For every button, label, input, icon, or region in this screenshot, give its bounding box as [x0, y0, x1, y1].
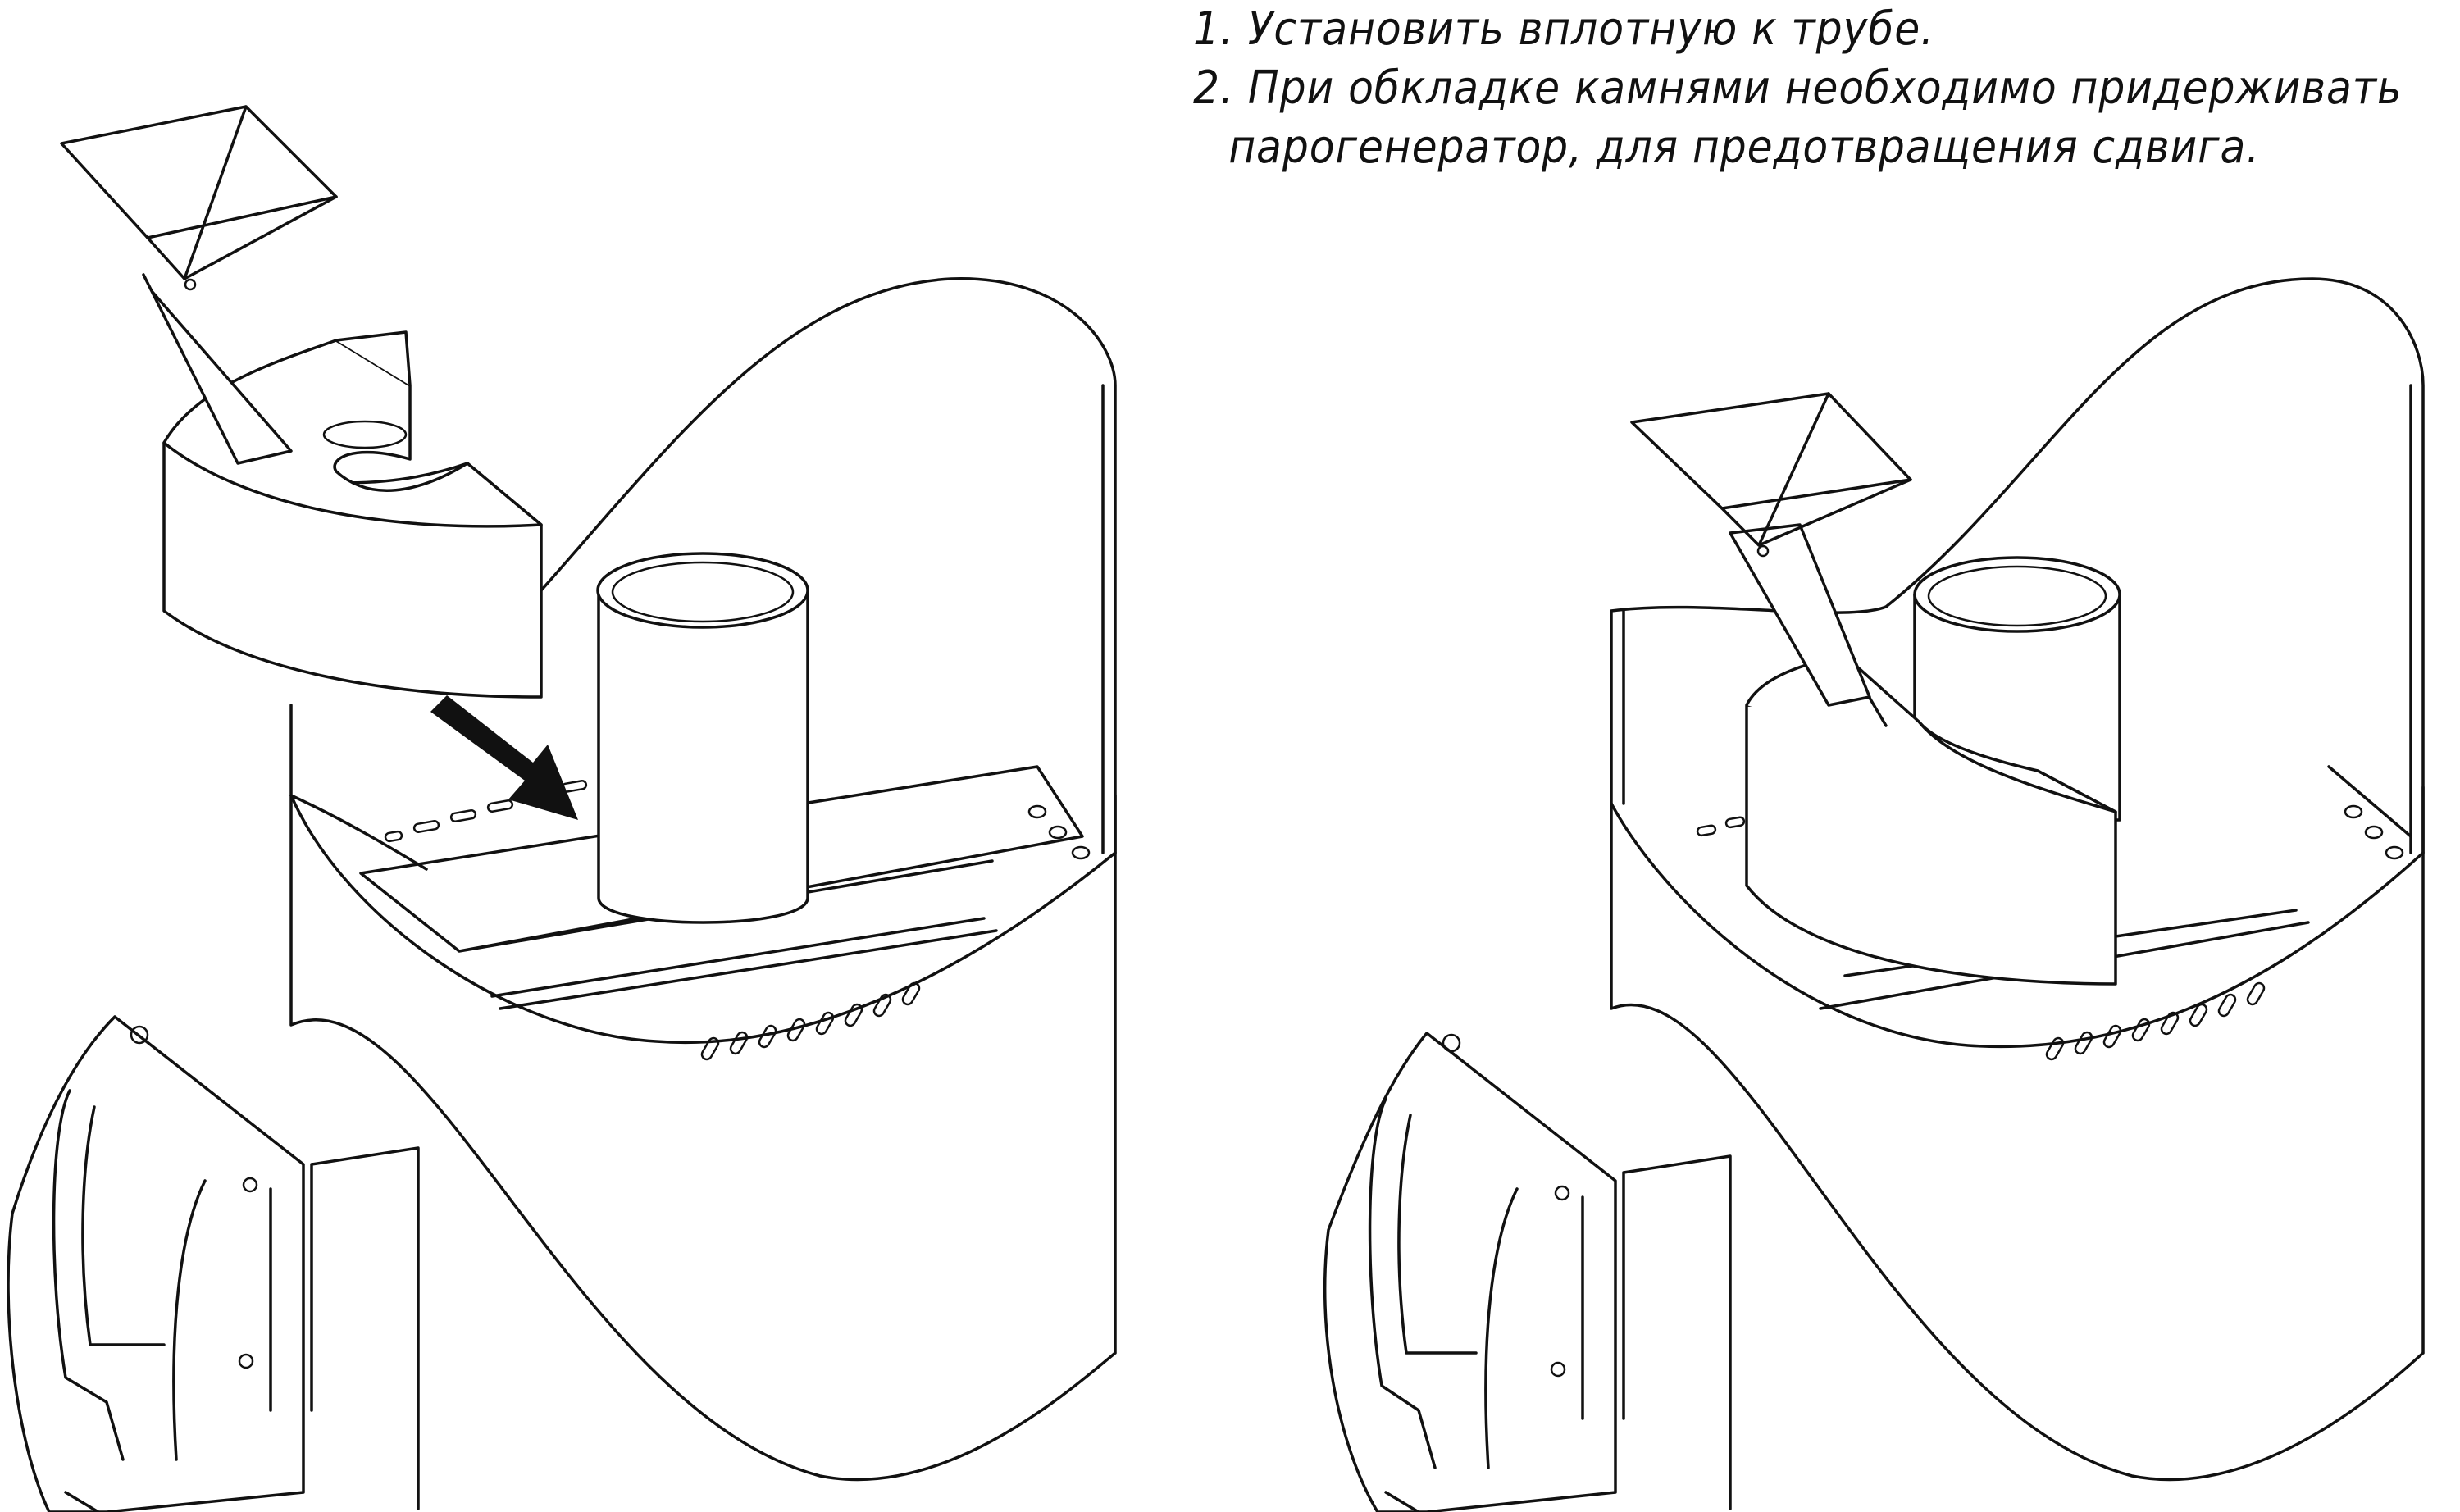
instruction-line-3: парогенератор, для предотвращения сдвига…: [1228, 121, 2261, 174]
vent-slots-lower-left: [700, 981, 921, 1061]
bolt-holes-right: [2344, 804, 2404, 860]
stove-top-opening-right: [1610, 802, 2425, 1049]
firebox-door-right: [1323, 1032, 1732, 1512]
vent-slots-upper-left: [384, 770, 625, 843]
arrow-icon: [430, 695, 578, 820]
back-shield-right: [1610, 277, 2425, 854]
funnel-right: [1630, 392, 1912, 707]
instruction-line-2: 2. При обкладке камнями необходимо приде…: [1193, 61, 2403, 115]
shield-front-edge-left: [289, 704, 428, 871]
instruction-line-1: 1. Установить вплотную к трубе.: [1193, 2, 1935, 56]
stove-body-right: [1610, 786, 2425, 1482]
steam-generator-floating: [162, 330, 543, 699]
funnel-left: [60, 105, 338, 465]
instructions-text: 1. Установить вплотную к трубе. 2. При о…: [1193, 0, 2403, 177]
chimney-pipe-left: [596, 552, 809, 924]
stove-before-installation: [7, 105, 1117, 1512]
bolt-holes-left: [1027, 804, 1091, 860]
vent-slots-right: [1696, 816, 2266, 1061]
stove-top-opening-left: [289, 794, 1117, 1044]
back-shield-left: [540, 277, 1117, 854]
stove-after-installation: [1323, 277, 2425, 1512]
firebox-door-left: [7, 1015, 420, 1512]
stove-body-left: [289, 794, 1117, 1482]
